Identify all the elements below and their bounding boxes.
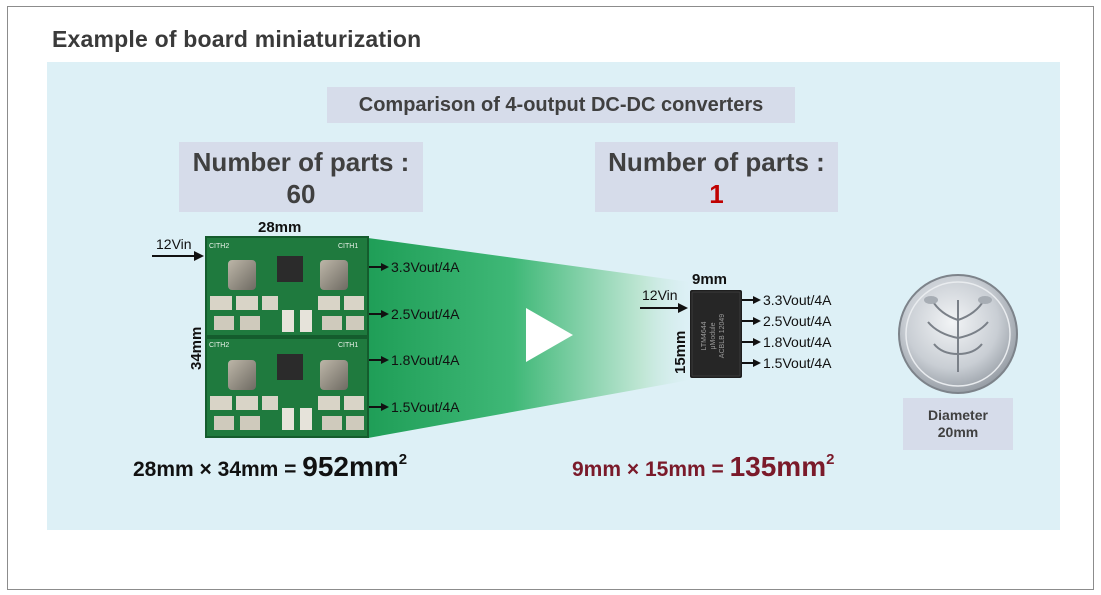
left-area-eq: 28mm × 34mm = [133,458,302,481]
left-input-label: 12Vin [156,236,192,252]
left-circuit-board: CITH2 CITH1 CITH2 CITH1 [205,236,369,438]
left-parts-count: 60 [286,179,316,209]
input-arrow-icon [152,251,204,261]
left-width-dim: 28mm [258,219,301,236]
input-arrow-icon [640,303,688,313]
right-input-label: 12Vin [642,287,678,303]
left-output-label: 1.8Vout/4A [391,352,460,368]
comparison-title: Comparison of 4-output DC-DC converters [327,87,795,123]
right-output-label: 2.5Vout/4A [763,313,832,329]
left-height-dim: 34mm [188,327,205,370]
left-area-equation: 28mm × 34mm = 952mm2 [133,451,407,482]
right-parts-count: 1 [709,179,724,209]
left-parts-box: Number of parts : 60 [179,142,423,212]
right-width-dim: 9mm [692,271,727,288]
right-area-value: 135mm [730,451,827,482]
right-output-label: 1.5Vout/4A [763,355,832,371]
silk-label: CITH2 [209,342,229,349]
right-height-dim: 15mm [672,331,689,374]
silk-label: CITH1 [338,243,358,250]
coin-image [898,274,1018,394]
left-output-label: 3.3Vout/4A [391,259,460,275]
right-area-eq: 9mm × 15mm = [572,458,730,481]
right-area-sup: 2 [826,451,834,468]
left-output-label: 1.5Vout/4A [391,399,460,415]
silk-label: CITH2 [209,243,229,250]
right-output-arrows [742,296,761,367]
right-output-label: 3.3Vout/4A [763,292,832,308]
right-parts-box: Number of parts : 1 [595,142,838,212]
play-arrow-icon [526,308,573,362]
chip-marking: LTM4644 [701,321,708,350]
coin-diameter-label: Diameter 20mm [903,398,1013,450]
left-area-value: 952mm [302,451,399,482]
module-chip: LTM4644 μModule ACBLB 12049 [690,290,742,378]
right-output-label: 1.8Vout/4A [763,334,832,350]
left-output-label: 2.5Vout/4A [391,306,460,322]
right-area-equation: 9mm × 15mm = 135mm2 [572,451,834,482]
diameter-line2: 20mm [937,424,979,440]
chip-marking: ACBLB 12049 [719,314,726,358]
diameter-line1: Diameter [928,407,988,423]
silk-label: CITH1 [338,342,358,349]
right-parts-label: Number of parts : [608,147,825,177]
page-title: Example of board miniaturization [52,26,422,52]
left-area-sup: 2 [399,451,407,468]
left-output-arrows [369,263,389,411]
left-parts-label: Number of parts : [192,147,410,177]
chip-marking: μModule [710,322,717,349]
